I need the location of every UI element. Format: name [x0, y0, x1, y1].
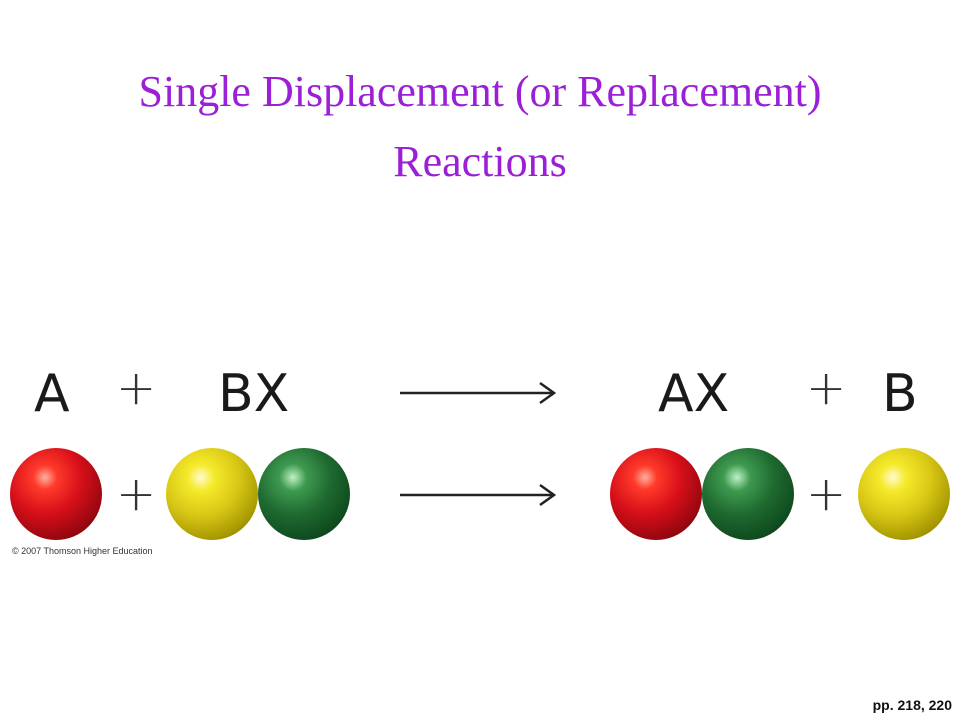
- yellow-ball-b-product-icon: [858, 448, 950, 540]
- symbol-b: B: [882, 364, 918, 424]
- green-ball-x-product-icon: [702, 448, 794, 540]
- copyright-notice: © 2007 Thomson Higher Education: [12, 546, 153, 556]
- plus-sign-top-left: +: [116, 360, 157, 416]
- plus-sign-top-right: +: [806, 360, 847, 416]
- slide-title-line-2: Reactions: [393, 137, 567, 186]
- red-ball-a-product-icon: [610, 448, 702, 540]
- red-ball-a-icon: [10, 448, 102, 540]
- symbol-a: A: [34, 364, 70, 424]
- green-ball-x-icon: [258, 448, 350, 540]
- plus-sign-bottom-left: +: [116, 466, 157, 522]
- symbol-bx: BX: [218, 364, 290, 424]
- plus-sign-bottom-right: +: [806, 466, 847, 522]
- slide-title-line-1: Single Displacement (or Replacement): [138, 67, 822, 116]
- page-reference: pp. 218, 220: [872, 697, 952, 713]
- arrow-bottom-icon: [400, 483, 557, 507]
- arrow-top-icon: [400, 381, 557, 405]
- yellow-ball-b-icon: [166, 448, 258, 540]
- symbol-ax: AX: [658, 364, 730, 424]
